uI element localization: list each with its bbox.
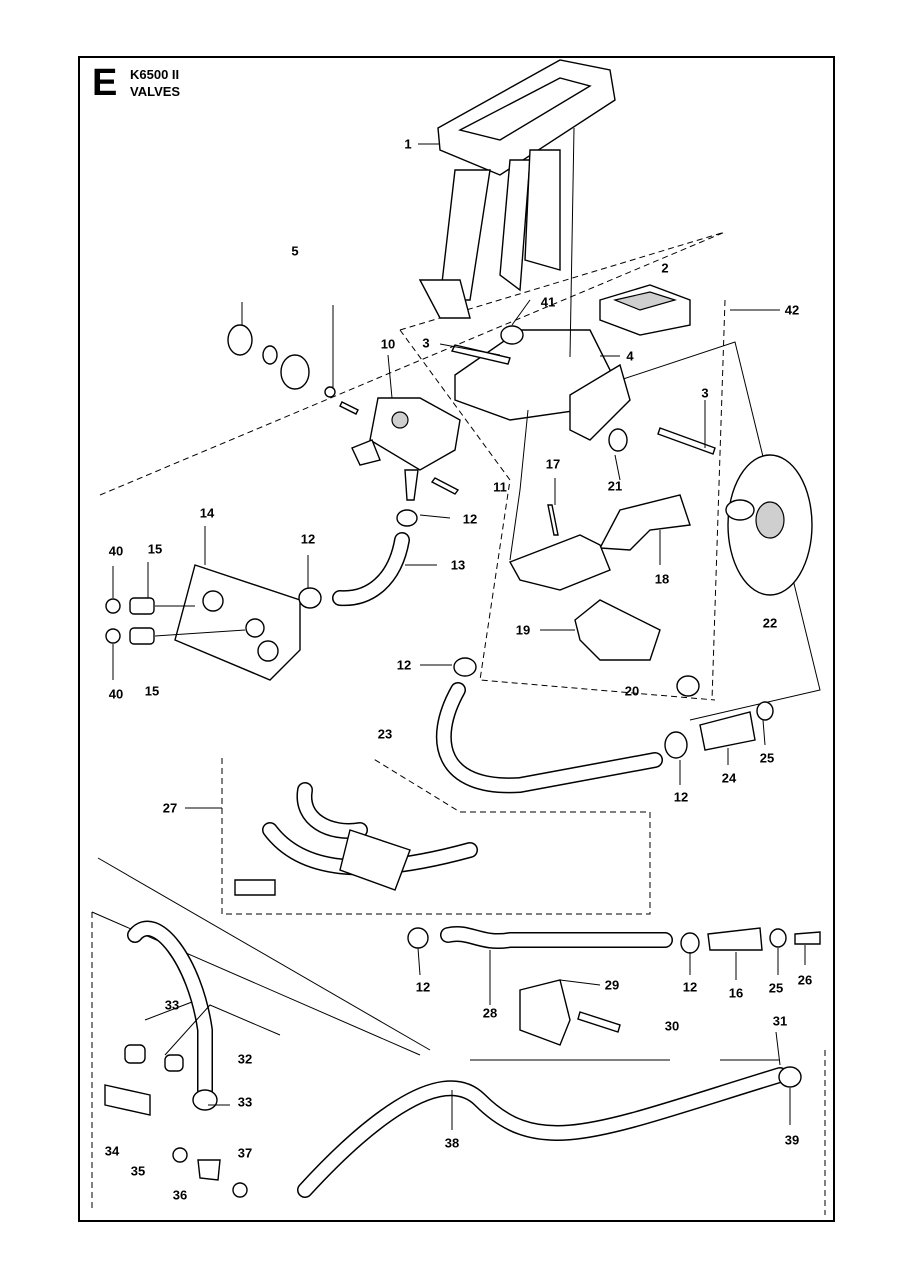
part-18-lever — [598, 494, 691, 551]
callout-2: 2 — [661, 260, 669, 276]
callout-12: 12 — [682, 979, 698, 995]
part-21-washer — [608, 428, 628, 452]
callout-24: 24 — [721, 770, 737, 786]
callout-33: 33 — [237, 1094, 253, 1110]
part-22-gear — [725, 454, 813, 596]
callout-33: 33 — [164, 997, 180, 1013]
leader-lines — [112, 127, 806, 1130]
part-26-screw — [794, 931, 821, 945]
callout-5: 5 — [291, 243, 299, 259]
callout-25: 25 — [768, 980, 784, 996]
callout-15: 15 — [144, 683, 160, 699]
model-name: K6500 II — [130, 67, 180, 82]
part-29-clamp — [519, 979, 571, 1046]
callout-16: 16 — [728, 985, 744, 1001]
callout-13: 13 — [450, 557, 466, 573]
callout-19: 19 — [515, 622, 531, 638]
callout-40: 40 — [108, 686, 124, 702]
part-24-fitting — [699, 711, 756, 751]
callout-42: 42 — [784, 302, 800, 318]
callout-18: 18 — [654, 571, 670, 587]
callout-28: 28 — [482, 1005, 498, 1021]
part-11-lever — [508, 534, 611, 591]
part-5-cluster — [227, 324, 359, 415]
part-10-valve — [351, 397, 461, 501]
callout-26: 26 — [797, 972, 813, 988]
part-3-pin — [657, 427, 716, 455]
callout-15: 15 — [147, 541, 163, 557]
callout-35: 35 — [130, 1163, 146, 1179]
callout-32: 32 — [237, 1051, 253, 1067]
callout-11: 11 — [493, 479, 507, 495]
callout-12: 12 — [300, 531, 316, 547]
diagram-frame — [78, 56, 835, 1222]
part-14-cover — [174, 564, 301, 681]
part-2-block — [599, 284, 691, 336]
callout-22: 22 — [762, 615, 778, 631]
part-25-washer — [756, 701, 774, 721]
callout-4: 4 — [626, 348, 634, 364]
callout-29: 29 — [604, 977, 620, 993]
part-34-37-group — [104, 1044, 248, 1198]
callout-37: 37 — [237, 1145, 253, 1161]
part-12-clamp — [396, 509, 418, 527]
callout-27: 27 — [162, 800, 178, 816]
callout-25: 25 — [759, 750, 775, 766]
part-4-bracket — [450, 325, 631, 441]
callout-31: 31 — [772, 1013, 788, 1029]
part-19-lever — [574, 599, 661, 661]
callout-38: 38 — [444, 1135, 460, 1151]
callout-20: 20 — [624, 683, 640, 699]
part-39-clamp — [778, 1066, 802, 1088]
part-17-pin — [547, 504, 559, 536]
callout-3: 3 — [701, 385, 709, 401]
section-title: VALVES — [130, 84, 181, 99]
callout-30: 30 — [664, 1018, 680, 1034]
callout-36: 36 — [172, 1187, 188, 1203]
callout-10: 10 — [380, 336, 396, 352]
callout-3: 3 — [422, 335, 430, 351]
callout-41: 41 — [540, 294, 556, 310]
part-27-connector — [339, 829, 411, 891]
part-1-handle — [418, 59, 616, 319]
callout-23: 23 — [377, 726, 393, 742]
callout-40: 40 — [108, 543, 124, 559]
callout-12: 12 — [396, 657, 412, 673]
callout-1: 1 — [404, 136, 412, 152]
part-16-fitting — [707, 927, 763, 951]
part-15-fittings — [105, 597, 155, 645]
callout-12: 12 — [673, 789, 689, 805]
callout-12: 12 — [415, 979, 431, 995]
callout-39: 39 — [784, 1132, 800, 1148]
part-30-screw — [577, 1011, 621, 1033]
callout-34: 34 — [104, 1143, 120, 1159]
callout-14: 14 — [199, 505, 215, 521]
section-letter: E — [92, 62, 118, 104]
part-20-spring — [676, 675, 700, 697]
callout-17: 17 — [545, 456, 561, 472]
callout-21: 21 — [607, 478, 623, 494]
callout-12: 12 — [462, 511, 478, 527]
